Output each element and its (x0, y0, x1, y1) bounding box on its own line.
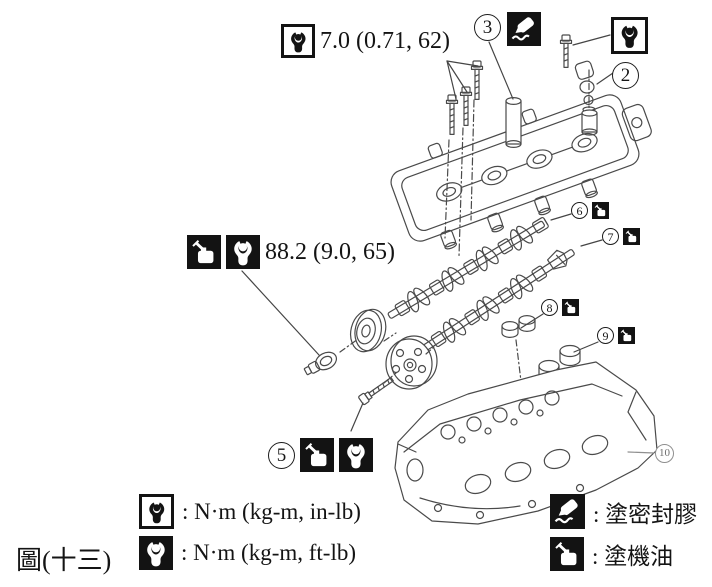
callout-5-group: 5 (268, 438, 373, 472)
sprocket-bolt-art (303, 351, 338, 376)
torque-wrench-inlb-icon (139, 494, 174, 529)
legend-torque-inlb-label: : N·m (kg-m, in-lb) (182, 498, 361, 524)
torque-wrench-ftlb-icon (139, 536, 173, 570)
oil-can-icon (300, 438, 334, 472)
cover-boss-art (505, 96, 522, 149)
sprocket-disc-art (349, 308, 387, 353)
vtc-bolt-art (358, 376, 394, 406)
legend-sealant-label: : 塗密封膠 (593, 501, 698, 527)
callout-8: 8 (541, 299, 558, 316)
torque-value-valve-cover: 7.0 (0.71, 62) (320, 27, 450, 54)
callout-9-group: 9 (597, 327, 635, 344)
leader-lines (241, 34, 655, 454)
callout-6: 6 (571, 202, 588, 219)
torque-wrench-inlb-icon (611, 17, 648, 54)
oil-can-icon (618, 327, 635, 344)
callout-5: 5 (268, 441, 295, 469)
oil-can-icon (550, 537, 584, 571)
callout-9: 9 (597, 327, 614, 344)
oil-can-icon (623, 228, 640, 245)
oil-can-icon (562, 299, 579, 316)
torque-wrench-ftlb-icon (339, 438, 373, 472)
legend-oil: : 塗機油 (550, 537, 673, 571)
sealant-applicator-icon (507, 12, 541, 46)
legend-oil-label: : 塗機油 (592, 544, 674, 569)
vtc-actuator-art (385, 335, 438, 390)
oil-can-icon (187, 235, 221, 269)
callout-7-group: 7 (602, 228, 640, 245)
legend-sealant: : 塗密封膠 (550, 494, 697, 529)
mount-stack-art (559, 34, 598, 136)
cylinder-head-art (394, 361, 658, 525)
torque-wrench-inlb-icon (281, 24, 315, 58)
callout-7: 7 (602, 228, 619, 245)
torque-callout-cam-sprocket: 88.2 (9.0, 65) (187, 235, 395, 269)
torque-value-cam-sprocket: 88.2 (9.0, 65) (265, 238, 395, 265)
torque-callout-valve-cover: 7.0 (0.71, 62) (281, 24, 450, 58)
legend-torque-inlb: : N·m (kg-m, in-lb) (139, 494, 361, 529)
figure-caption: 圖(十三) (16, 546, 112, 575)
sealant-applicator-icon (550, 494, 585, 529)
callout-8-group: 8 (541, 299, 579, 316)
callout-10: 10 (655, 444, 674, 463)
callout-6-group: 6 (571, 202, 609, 219)
torque-wrench-ftlb-icon (226, 235, 260, 269)
camshaft-1-art (387, 217, 549, 319)
callout-2: 2 (612, 62, 639, 89)
valve-cover-art (390, 94, 652, 250)
legend-torque-ftlb-label: : N·m (kg-m, ft-lb) (181, 540, 357, 565)
cover-bolts-art (444, 60, 484, 257)
legend-torque-ftlb: : N·m (kg-m, ft-lb) (139, 536, 356, 570)
oil-can-icon (592, 202, 609, 219)
callout-3: 3 (474, 14, 501, 41)
